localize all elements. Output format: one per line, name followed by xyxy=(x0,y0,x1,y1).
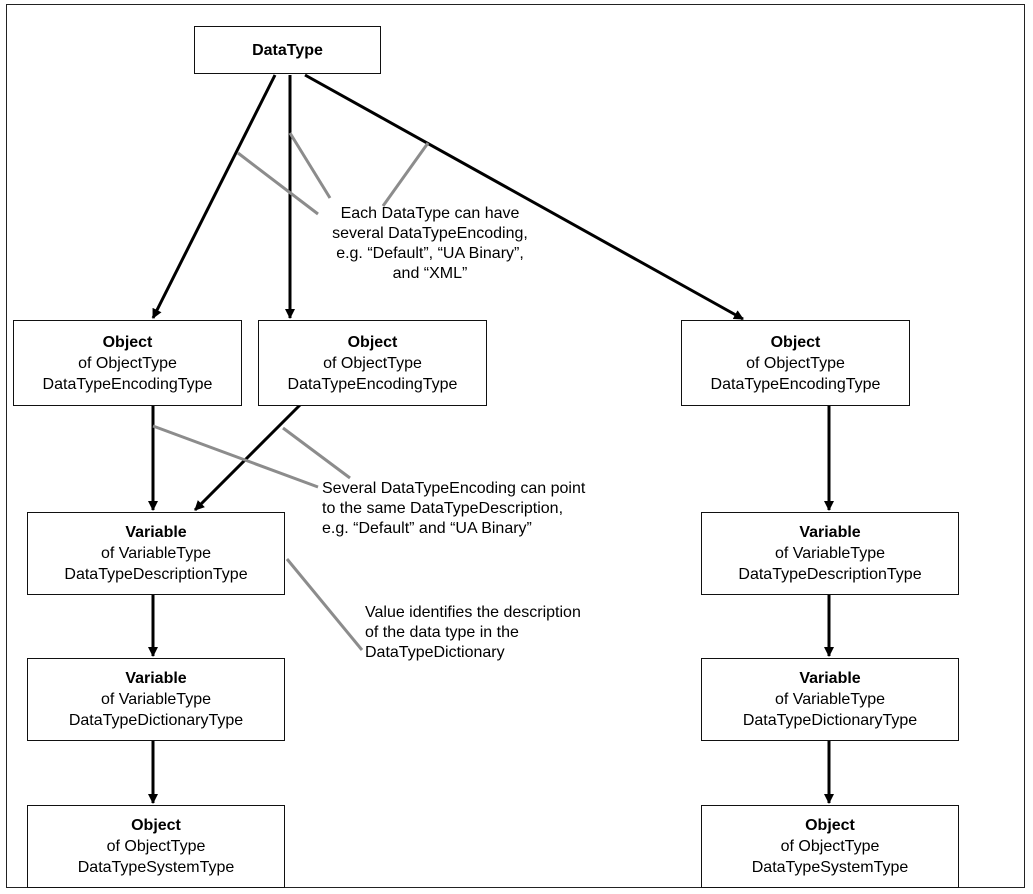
dictionary-variable-node-right: Variable of VariableType DataTypeDiction… xyxy=(701,658,959,741)
node-line: of ObjectType xyxy=(78,354,177,372)
encoding-object-node-b: Object of ObjectType DataTypeEncodingTyp… xyxy=(258,320,487,406)
node-line: DataTypeEncodingType xyxy=(42,375,213,393)
node-title: Object xyxy=(347,333,398,351)
node-title: Object xyxy=(102,333,153,351)
node-line: DataTypeDescriptionType xyxy=(64,566,248,583)
note-encodings: Each DataType can have several DataTypeE… xyxy=(300,204,560,284)
description-variable-node-right: Variable of VariableType DataTypeDescrip… xyxy=(701,512,959,595)
arrow-encoding-b-to-description xyxy=(193,403,302,512)
node-title: Variable xyxy=(125,524,187,541)
datatype-node-title: DataType xyxy=(252,41,323,59)
node-title: Object xyxy=(770,333,821,351)
node-line: DataTypeEncodingType xyxy=(710,375,881,393)
node-line: DataTypeSystemType xyxy=(751,859,909,876)
node-line: DataTypeDictionaryType xyxy=(742,712,918,729)
note-line: Value identifies the description xyxy=(365,604,581,621)
annotation-line-shared-1 xyxy=(152,424,319,489)
node-title: Object xyxy=(805,817,855,834)
arrow-datatype-to-encoding-a xyxy=(151,74,277,319)
node-line: DataTypeEncodingType xyxy=(287,375,458,393)
annotation-line-encodings-3 xyxy=(381,142,430,207)
node-title: Variable xyxy=(799,670,861,687)
node-line: of ObjectType xyxy=(746,354,845,372)
node-line: of VariableType xyxy=(775,691,885,708)
note-line: and “XML” xyxy=(392,265,468,282)
node-line: of VariableType xyxy=(101,691,211,708)
node-title: Variable xyxy=(125,670,187,687)
diagram-frame xyxy=(6,4,1025,888)
note-line: e.g. “Default”, “UA Binary”, xyxy=(336,245,524,262)
annotation-line-encodings-2 xyxy=(288,132,332,199)
note-line: Each DataType can have xyxy=(340,205,520,222)
node-line: of ObjectType xyxy=(780,838,880,855)
note-line: DataTypeDictionary xyxy=(365,644,505,661)
node-line: of VariableType xyxy=(775,545,885,562)
node-title: Object xyxy=(131,817,181,834)
note-line: e.g. “Default” and “UA Binary” xyxy=(322,520,532,537)
node-line: of ObjectType xyxy=(106,838,206,855)
node-line: DataTypeDescriptionType xyxy=(738,566,922,583)
note-value: Value identifies the description of the … xyxy=(365,603,581,663)
system-object-node-left: Object of ObjectType DataTypeSystemType xyxy=(27,805,285,888)
annotation-line-shared-2 xyxy=(282,426,351,480)
node-line: DataTypeDictionaryType xyxy=(68,712,244,729)
node-line: of ObjectType xyxy=(323,354,422,372)
system-object-node-right: Object of ObjectType DataTypeSystemType xyxy=(701,805,959,888)
encoding-object-node-a: Object of ObjectType DataTypeEncodingTyp… xyxy=(13,320,242,406)
annotation-line-encodings-1 xyxy=(237,151,319,216)
encoding-object-node-c: Object of ObjectType DataTypeEncodingTyp… xyxy=(681,320,910,406)
node-line: of VariableType xyxy=(101,545,211,562)
annotation-line-value xyxy=(285,558,364,651)
dictionary-variable-node-left: Variable of VariableType DataTypeDiction… xyxy=(27,658,285,741)
note-line: to the same DataTypeDescription, xyxy=(322,500,564,517)
description-variable-node-left: Variable of VariableType DataTypeDescrip… xyxy=(27,512,285,595)
node-title: Variable xyxy=(799,524,861,541)
datatype-node: DataType xyxy=(194,26,381,74)
note-shared-description: Several DataTypeEncoding can point to th… xyxy=(322,479,585,539)
node-line: DataTypeSystemType xyxy=(77,859,235,876)
arrow-datatype-to-encoding-c xyxy=(304,73,744,321)
note-line: of the data type in the xyxy=(365,624,519,641)
note-line: several DataTypeEncoding, xyxy=(332,225,528,242)
note-line: Several DataTypeEncoding can point xyxy=(322,480,586,497)
